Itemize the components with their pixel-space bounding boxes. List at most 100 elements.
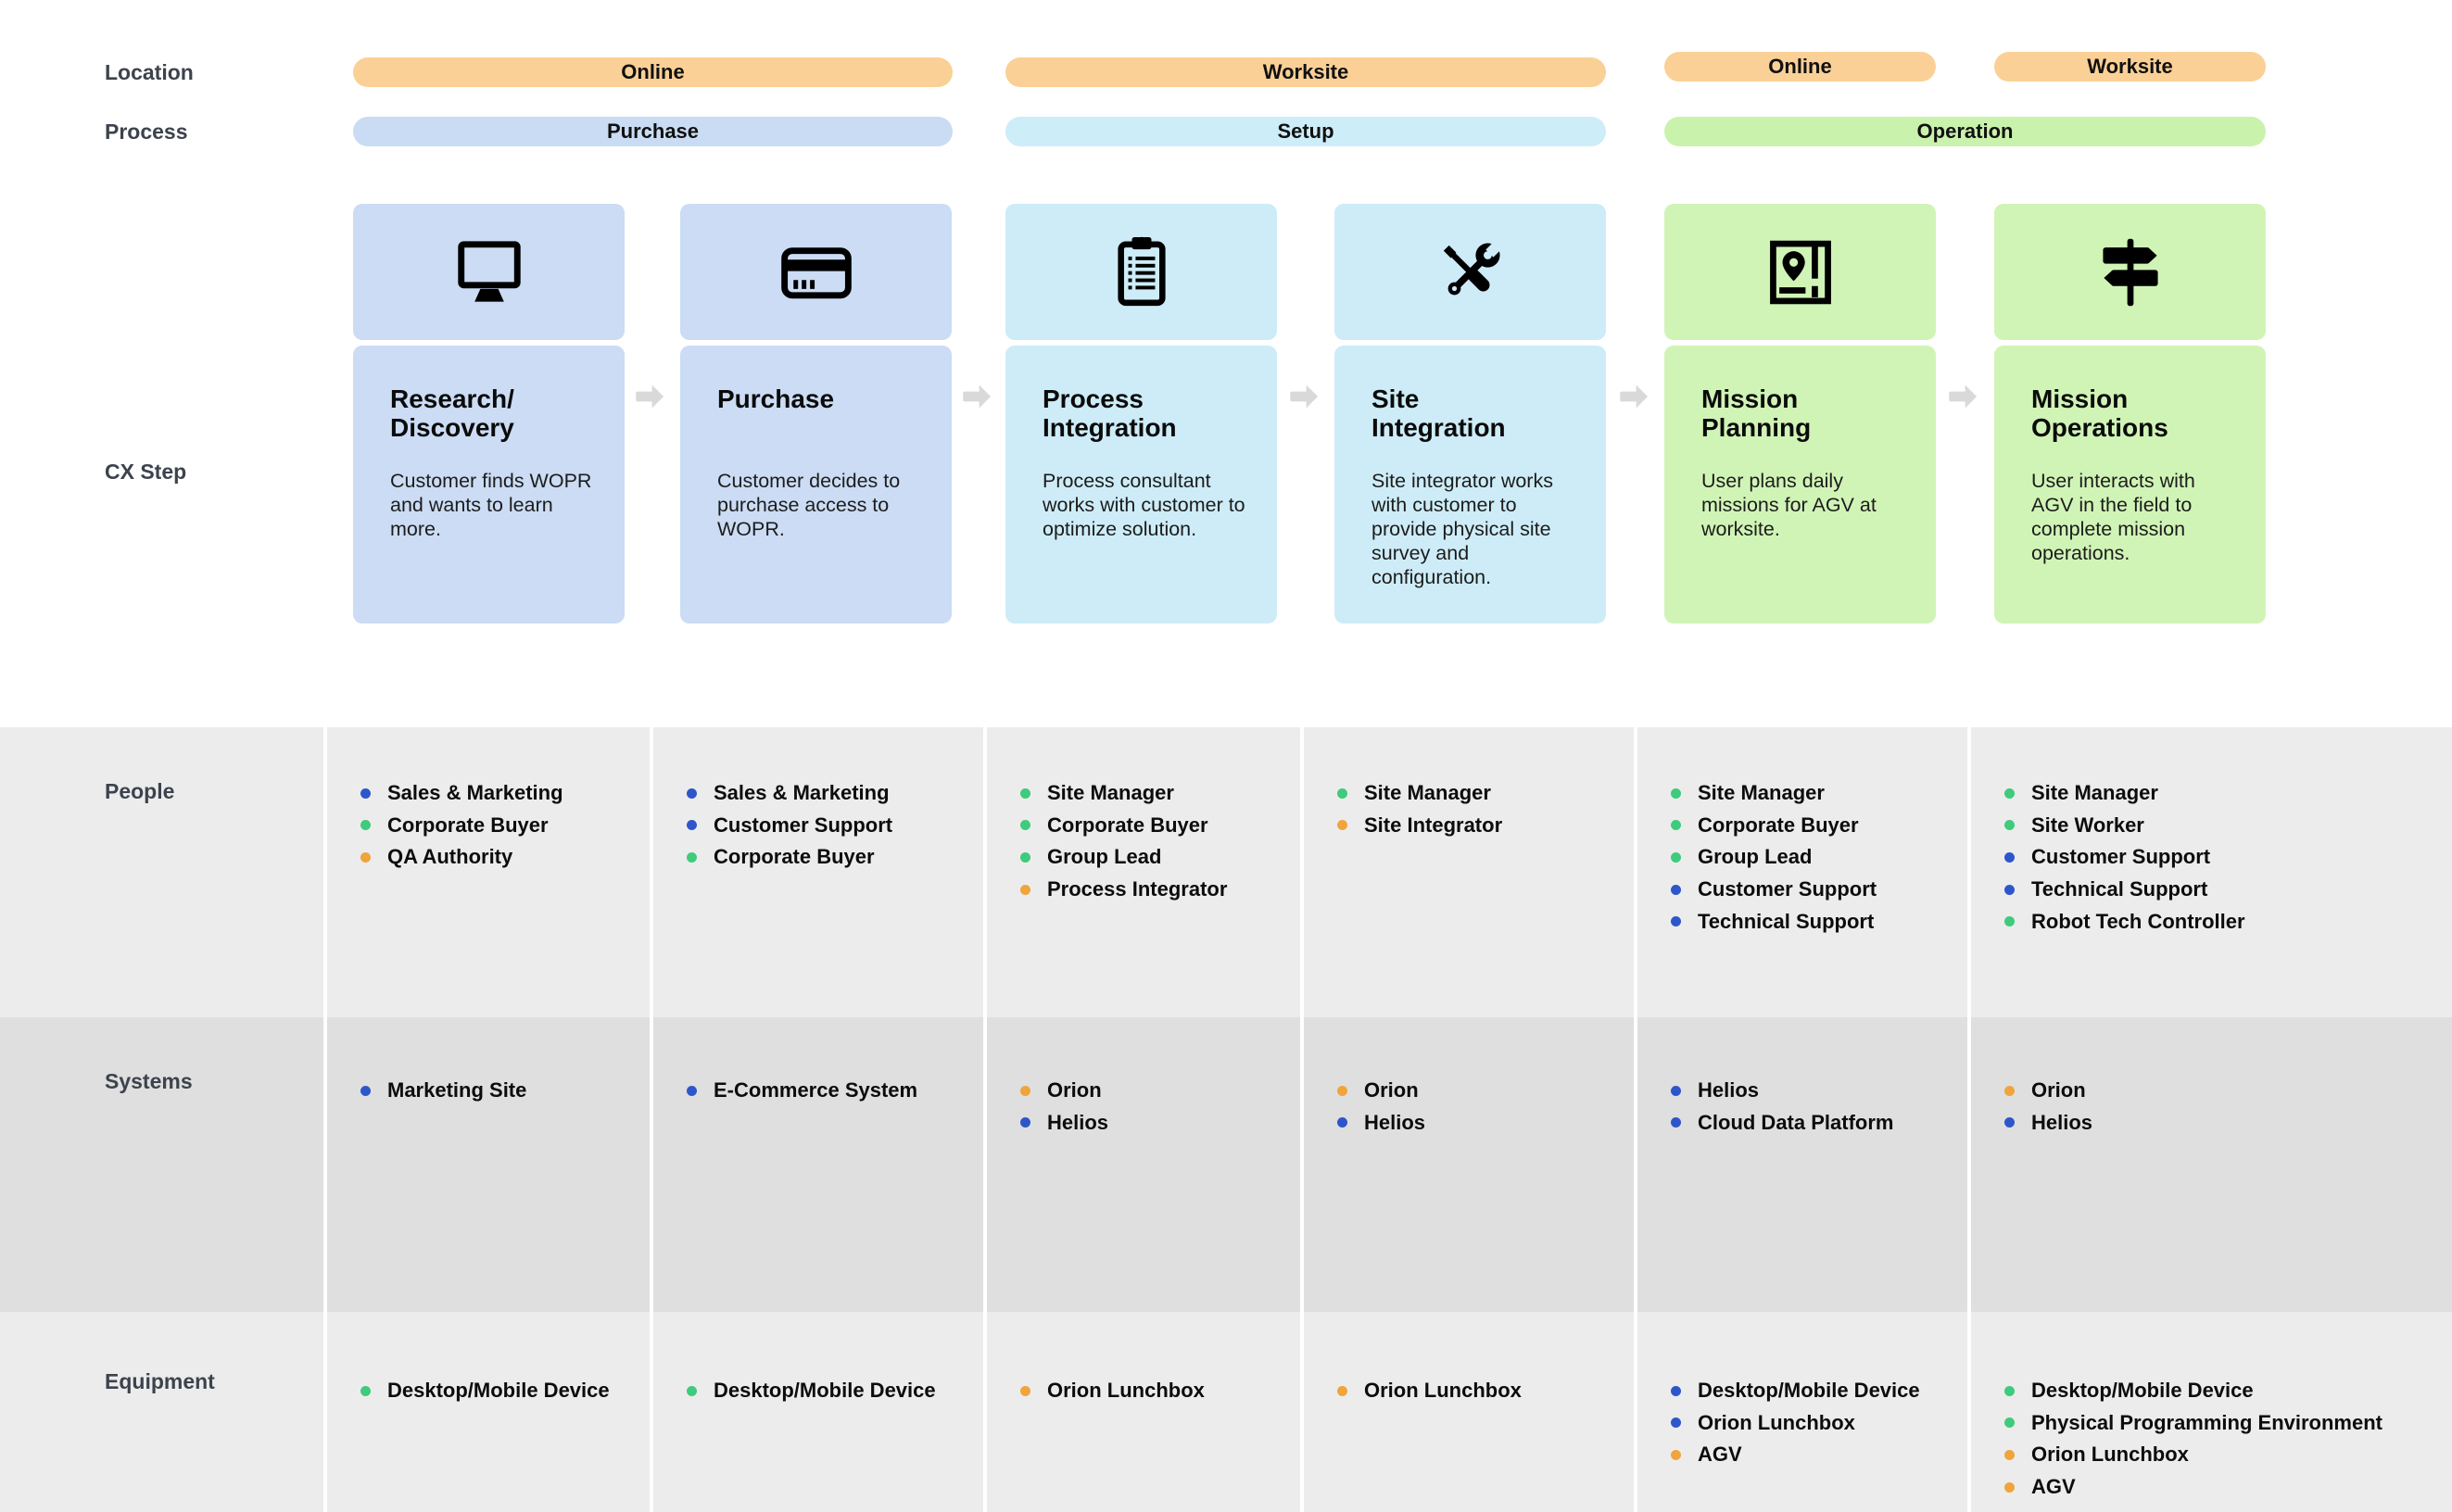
list-item: Orion Lunchbox — [2004, 1439, 2437, 1471]
list-item-label: Group Lead — [1698, 845, 1813, 869]
bullet-dot — [1337, 1117, 1347, 1128]
list-item-label: Corporate Buyer — [387, 813, 549, 837]
equipment-row-label: Equipment — [0, 1312, 323, 1512]
list-item: Desktop/Mobile Device — [360, 1375, 635, 1407]
bullet-dot — [687, 788, 697, 799]
bullet-dot — [360, 1085, 371, 1096]
list-item-label: Desktop/Mobile Device — [387, 1379, 610, 1403]
list-item-label: E-Commerce System — [714, 1078, 918, 1102]
list-item-label: Desktop/Mobile Device — [714, 1379, 936, 1403]
list-item-label: Helios — [2031, 1110, 2093, 1134]
list-item-label: Process Integrator — [1047, 877, 1228, 901]
list-item: Technical Support — [2004, 874, 2437, 906]
list-item-label: Orion Lunchbox — [2031, 1443, 2189, 1467]
equipment-col-research-discovery: Desktop/Mobile Device — [327, 1312, 650, 1512]
bullet-dot — [1671, 788, 1681, 799]
list-item: Orion Lunchbox — [1020, 1375, 1285, 1407]
card-description: Customer finds WOPR and wants to learn m… — [390, 470, 592, 540]
list-item: Sales & Marketing — [687, 777, 968, 810]
list-item-label: Robot Tech Controller — [2031, 909, 2245, 933]
list-item: Group Lead — [1671, 841, 1953, 874]
systems-col-purchase: E-Commerce System — [653, 1017, 983, 1312]
list-item: QA Authority — [360, 841, 635, 874]
cx-card-site-integration: Site Integration Site integrator works w… — [1334, 204, 1606, 624]
list-item: Orion — [2004, 1075, 2437, 1107]
cx-card-research-discovery: Research/ Discovery Customer finds WOPR … — [353, 204, 625, 624]
list-item: Site Manager — [2004, 777, 2437, 810]
list-item: AGV — [1671, 1439, 1953, 1471]
bullet-dot — [1337, 820, 1347, 831]
step-arrow-icon — [961, 379, 996, 414]
list-item: Orion — [1020, 1075, 1285, 1107]
card-text-box: Process Integration Process consultant w… — [1005, 346, 1277, 624]
card-icon-box — [353, 204, 625, 340]
cx-card-process-integration: Process Integration Process consultant w… — [1005, 204, 1277, 624]
credit-card-icon — [780, 246, 852, 298]
list-item-label: QA Authority — [387, 845, 513, 869]
list-item-label: Site Manager — [1047, 781, 1174, 805]
bullet-dot — [2004, 788, 2015, 799]
list-item-label: Site Manager — [1698, 781, 1825, 805]
people-row-label: People — [0, 727, 323, 1017]
bullet-dot — [1020, 851, 1030, 863]
list-item: Corporate Buyer — [360, 810, 635, 842]
equipment-col-process-integration: Orion Lunchbox — [987, 1312, 1300, 1512]
list-item: Corporate Buyer — [1020, 810, 1285, 842]
process-row-label: Process — [105, 120, 188, 144]
bullet-dot — [1020, 1085, 1030, 1096]
bullet-dot — [1020, 1385, 1030, 1396]
location-pill-worksite-setup: Worksite — [1005, 57, 1606, 87]
list-item-label: Helios — [1047, 1110, 1109, 1134]
card-description: Process consultant works with customer t… — [1043, 470, 1245, 540]
card-icon-box — [680, 204, 952, 340]
bullet-dot — [1671, 851, 1681, 863]
process-pill-operation: Operation — [1664, 117, 2266, 146]
bullet-dot — [687, 1385, 697, 1396]
list-item: Corporate Buyer — [687, 841, 968, 874]
bullet-dot — [1337, 788, 1347, 799]
card-title: Site Integration — [1371, 384, 1506, 442]
list-item: Customer Support — [2004, 841, 2437, 874]
step-arrow-icon — [1618, 379, 1653, 414]
location-row-label: Location — [105, 60, 194, 84]
list-item: Process Integrator — [1020, 874, 1285, 906]
card-title: Purchase — [717, 384, 835, 413]
bullet-dot — [687, 851, 697, 863]
location-pill-worksite-operation: Worksite — [1994, 52, 2266, 82]
cx-step-row-label: CX Step — [105, 460, 187, 484]
bullet-dot — [2004, 916, 2015, 927]
equipment-col-purchase: Desktop/Mobile Device — [653, 1312, 983, 1512]
list-item-label: Corporate Buyer — [714, 845, 875, 869]
list-item: Orion Lunchbox — [1671, 1407, 1953, 1440]
systems-row: Systems Marketing Site E-Commerce System… — [0, 1017, 2452, 1312]
list-item: Site Manager — [1020, 777, 1285, 810]
list-item: Helios — [1671, 1075, 1953, 1107]
list-item: Physical Programming Environment — [2004, 1407, 2437, 1440]
card-description: User plans daily missions for AGV at wor… — [1701, 470, 1877, 540]
list-item-label: Sales & Marketing — [387, 781, 563, 805]
card-title: Mission Operations — [2031, 384, 2168, 442]
bullet-dot — [1671, 916, 1681, 927]
monitor-icon — [457, 240, 521, 302]
list-item-label: Cloud Data Platform — [1698, 1110, 1894, 1134]
signpost-icon — [2102, 238, 2158, 306]
list-item-label: Corporate Buyer — [1047, 813, 1208, 837]
location-pill-online-operation: Online — [1664, 52, 1936, 82]
list-item: Desktop/Mobile Device — [2004, 1375, 2437, 1407]
bullet-dot — [1020, 788, 1030, 799]
list-item-label: Customer Support — [714, 813, 893, 837]
tools-icon — [1443, 240, 1502, 295]
bullet-dot — [1337, 1085, 1347, 1096]
list-item-label: Site Manager — [1364, 781, 1491, 805]
list-item: Sales & Marketing — [360, 777, 635, 810]
list-item: Site Manager — [1337, 777, 1619, 810]
step-arrow-icon — [634, 379, 669, 414]
bullet-dot — [1020, 1117, 1030, 1128]
location-pill-online-purchase: Online — [353, 57, 953, 87]
